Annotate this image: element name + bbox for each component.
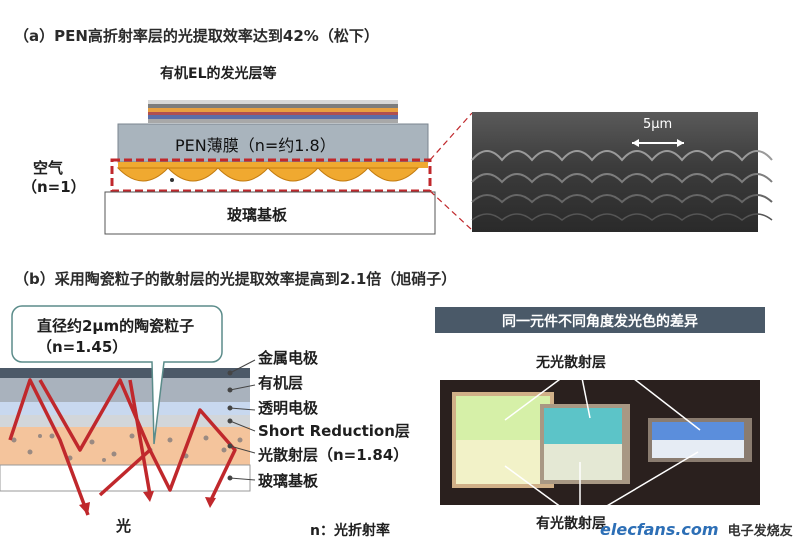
- light-label: 光: [116, 517, 132, 535]
- particle-callout: [11, 305, 223, 445]
- sample-large: [452, 392, 554, 488]
- sample-small: [648, 418, 752, 462]
- with-scatter-label: 有光散射层: [536, 516, 606, 532]
- layer-label-organic: 有机层: [258, 374, 304, 392]
- air-label-line1: 空气: [33, 159, 64, 177]
- photo-banner-title: 同一元件不同角度发光色的差异: [502, 314, 698, 330]
- sem-image: [471, 112, 773, 232]
- layer-label-metal-electrode: 金属电极: [258, 349, 319, 367]
- layer-label-glass: 玻璃基板: [258, 472, 319, 490]
- microlens-array: [116, 162, 428, 182]
- watermark-text: elecfans.com: [600, 520, 719, 539]
- section-a-heading: （a）PEN高折射率层的光提取效率达到42%（松下）: [14, 27, 379, 45]
- pen-structure-diagram: [104, 100, 773, 235]
- callout-line1: 直径约2μm的陶瓷粒子: [37, 317, 195, 335]
- layer-stack-b: [0, 368, 251, 492]
- watermark-logo: elecfans.com 电子发烧友: [600, 520, 793, 539]
- callout-line2: （n=1.45）: [37, 338, 128, 356]
- light-arrowheads: [79, 491, 216, 515]
- lens-highlight-box: [110, 158, 432, 193]
- emitting-layer-stack: [148, 100, 398, 123]
- refractive-index-legend: n：光折射率: [310, 523, 390, 539]
- no-scatter-label: 无光散射层: [536, 355, 606, 371]
- pen-film-layer: [117, 123, 429, 163]
- sample-medium: [540, 404, 630, 484]
- watermark-cn-text: 电子发烧友: [727, 524, 793, 539]
- ceramic-particles: [11, 433, 243, 462]
- sem-scale-label: 5μm: [643, 117, 673, 132]
- glass-substrate-label: 玻璃基板: [227, 206, 288, 224]
- emitting-layer-label: 有机EL的发光层等: [160, 66, 277, 82]
- air-label-line2: （n=1）: [22, 178, 86, 196]
- section-b-heading: （b）采用陶瓷粒子的散射层的光提取效率提高到2.1倍（旭硝子）: [14, 270, 457, 288]
- layer-label-short-reduction: Short Reduction层: [258, 422, 410, 440]
- layer-label-transparent-electrode: 透明电极: [258, 399, 319, 417]
- layer-label-scattering: 光散射层（n=1.84）: [258, 446, 409, 464]
- photo-banner: [435, 307, 765, 333]
- scattering-structure-diagram: [0, 305, 256, 516]
- glass-substrate-a: [104, 191, 436, 235]
- pen-film-label: PEN薄膜（n=约1.8）: [175, 136, 336, 155]
- light-rays: [8, 378, 237, 516]
- emission-photo-panel: [440, 370, 760, 510]
